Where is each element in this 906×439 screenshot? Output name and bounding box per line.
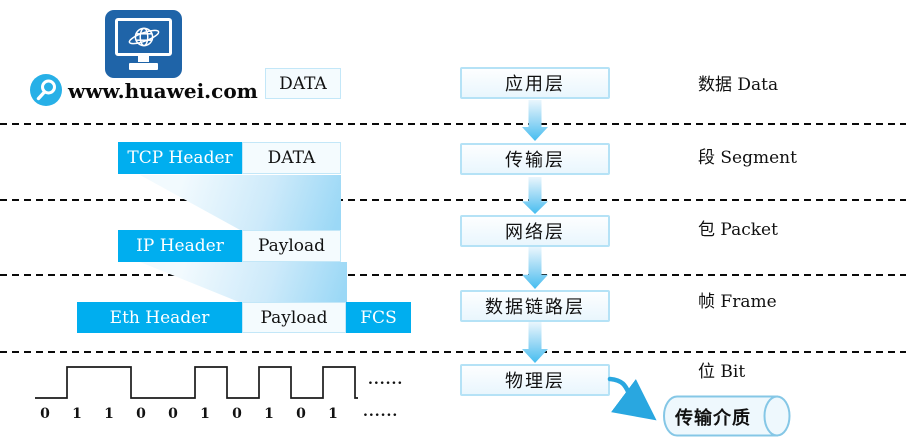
eth-fcs-box: FCS: [346, 302, 411, 333]
transmission-medium-label: 传输介质: [675, 408, 751, 429]
pdu-label-data: 数据 Data: [698, 75, 779, 95]
eth-header-box: Eth Header: [77, 302, 242, 333]
bitstream-waveform: [35, 366, 358, 399]
pdu-label-packet: 包 Packet: [698, 220, 778, 240]
encapsulation-funnel-tcp-to-ip: [140, 175, 341, 231]
down-arrow-icon-4: [522, 322, 548, 363]
bitstream-wave-path: [35, 366, 358, 399]
bit-label: 0: [40, 406, 50, 422]
client-url: www.huawei.com: [68, 79, 258, 103]
layer-divider-3: [0, 274, 906, 276]
data-box: DATA: [265, 68, 341, 99]
layer-box-physical: 物理层: [460, 364, 610, 396]
down-arrow-icon-3: [522, 247, 548, 289]
monitor-globe-icon: [105, 10, 182, 78]
layer-box-network: 网络层: [460, 215, 610, 247]
down-arrow-icon-1: [522, 100, 548, 141]
pdu-label-frame: 帧 Frame: [698, 292, 777, 312]
bit-label: 1: [200, 406, 210, 422]
ip-header-box: IP Header: [118, 230, 242, 262]
ip-payload-box: Payload: [242, 230, 341, 262]
layer-divider-1: [0, 123, 906, 125]
bit-label: 0: [232, 406, 242, 422]
curved-arrow-icon: [607, 376, 657, 421]
bit-label: 1: [104, 406, 114, 422]
eth-payload-box: Payload: [242, 302, 346, 333]
layer-divider-4: [0, 351, 906, 353]
bit-labels: 0 1 1 0 0 1 0 1 0 1: [29, 403, 359, 422]
monitor-stand: [138, 56, 149, 62]
tcp-payload-box: DATA: [242, 142, 341, 174]
bit-label: 0: [168, 406, 178, 422]
down-arrow-icon-2: [522, 177, 548, 214]
bit-label: 1: [264, 406, 274, 422]
magnifier-icon: [30, 74, 62, 106]
bits-ellipsis: ......: [363, 404, 399, 420]
bit-label: 1: [328, 406, 338, 422]
layer-box-datalink: 数据链路层: [460, 290, 610, 322]
globe-icon: [128, 27, 159, 47]
layer-box-application: 应用层: [460, 67, 610, 99]
tcp-header-box: TCP Header: [118, 142, 242, 174]
monitor-screen: [115, 18, 172, 56]
pdu-label-segment: 段 Segment: [698, 148, 797, 168]
layer-divider-2: [0, 199, 906, 201]
monitor-base: [129, 63, 158, 70]
encapsulation-funnel-ip-to-eth: [140, 262, 347, 303]
bit-label: 0: [296, 406, 306, 422]
pdu-label-bit: 位 Bit: [698, 362, 746, 382]
cylinder-icon: [663, 395, 791, 437]
wave-ellipsis: ......: [368, 372, 404, 388]
layer-box-transport: 传输层: [460, 143, 610, 175]
bit-label: 1: [72, 406, 82, 422]
bit-label: 0: [136, 406, 146, 422]
